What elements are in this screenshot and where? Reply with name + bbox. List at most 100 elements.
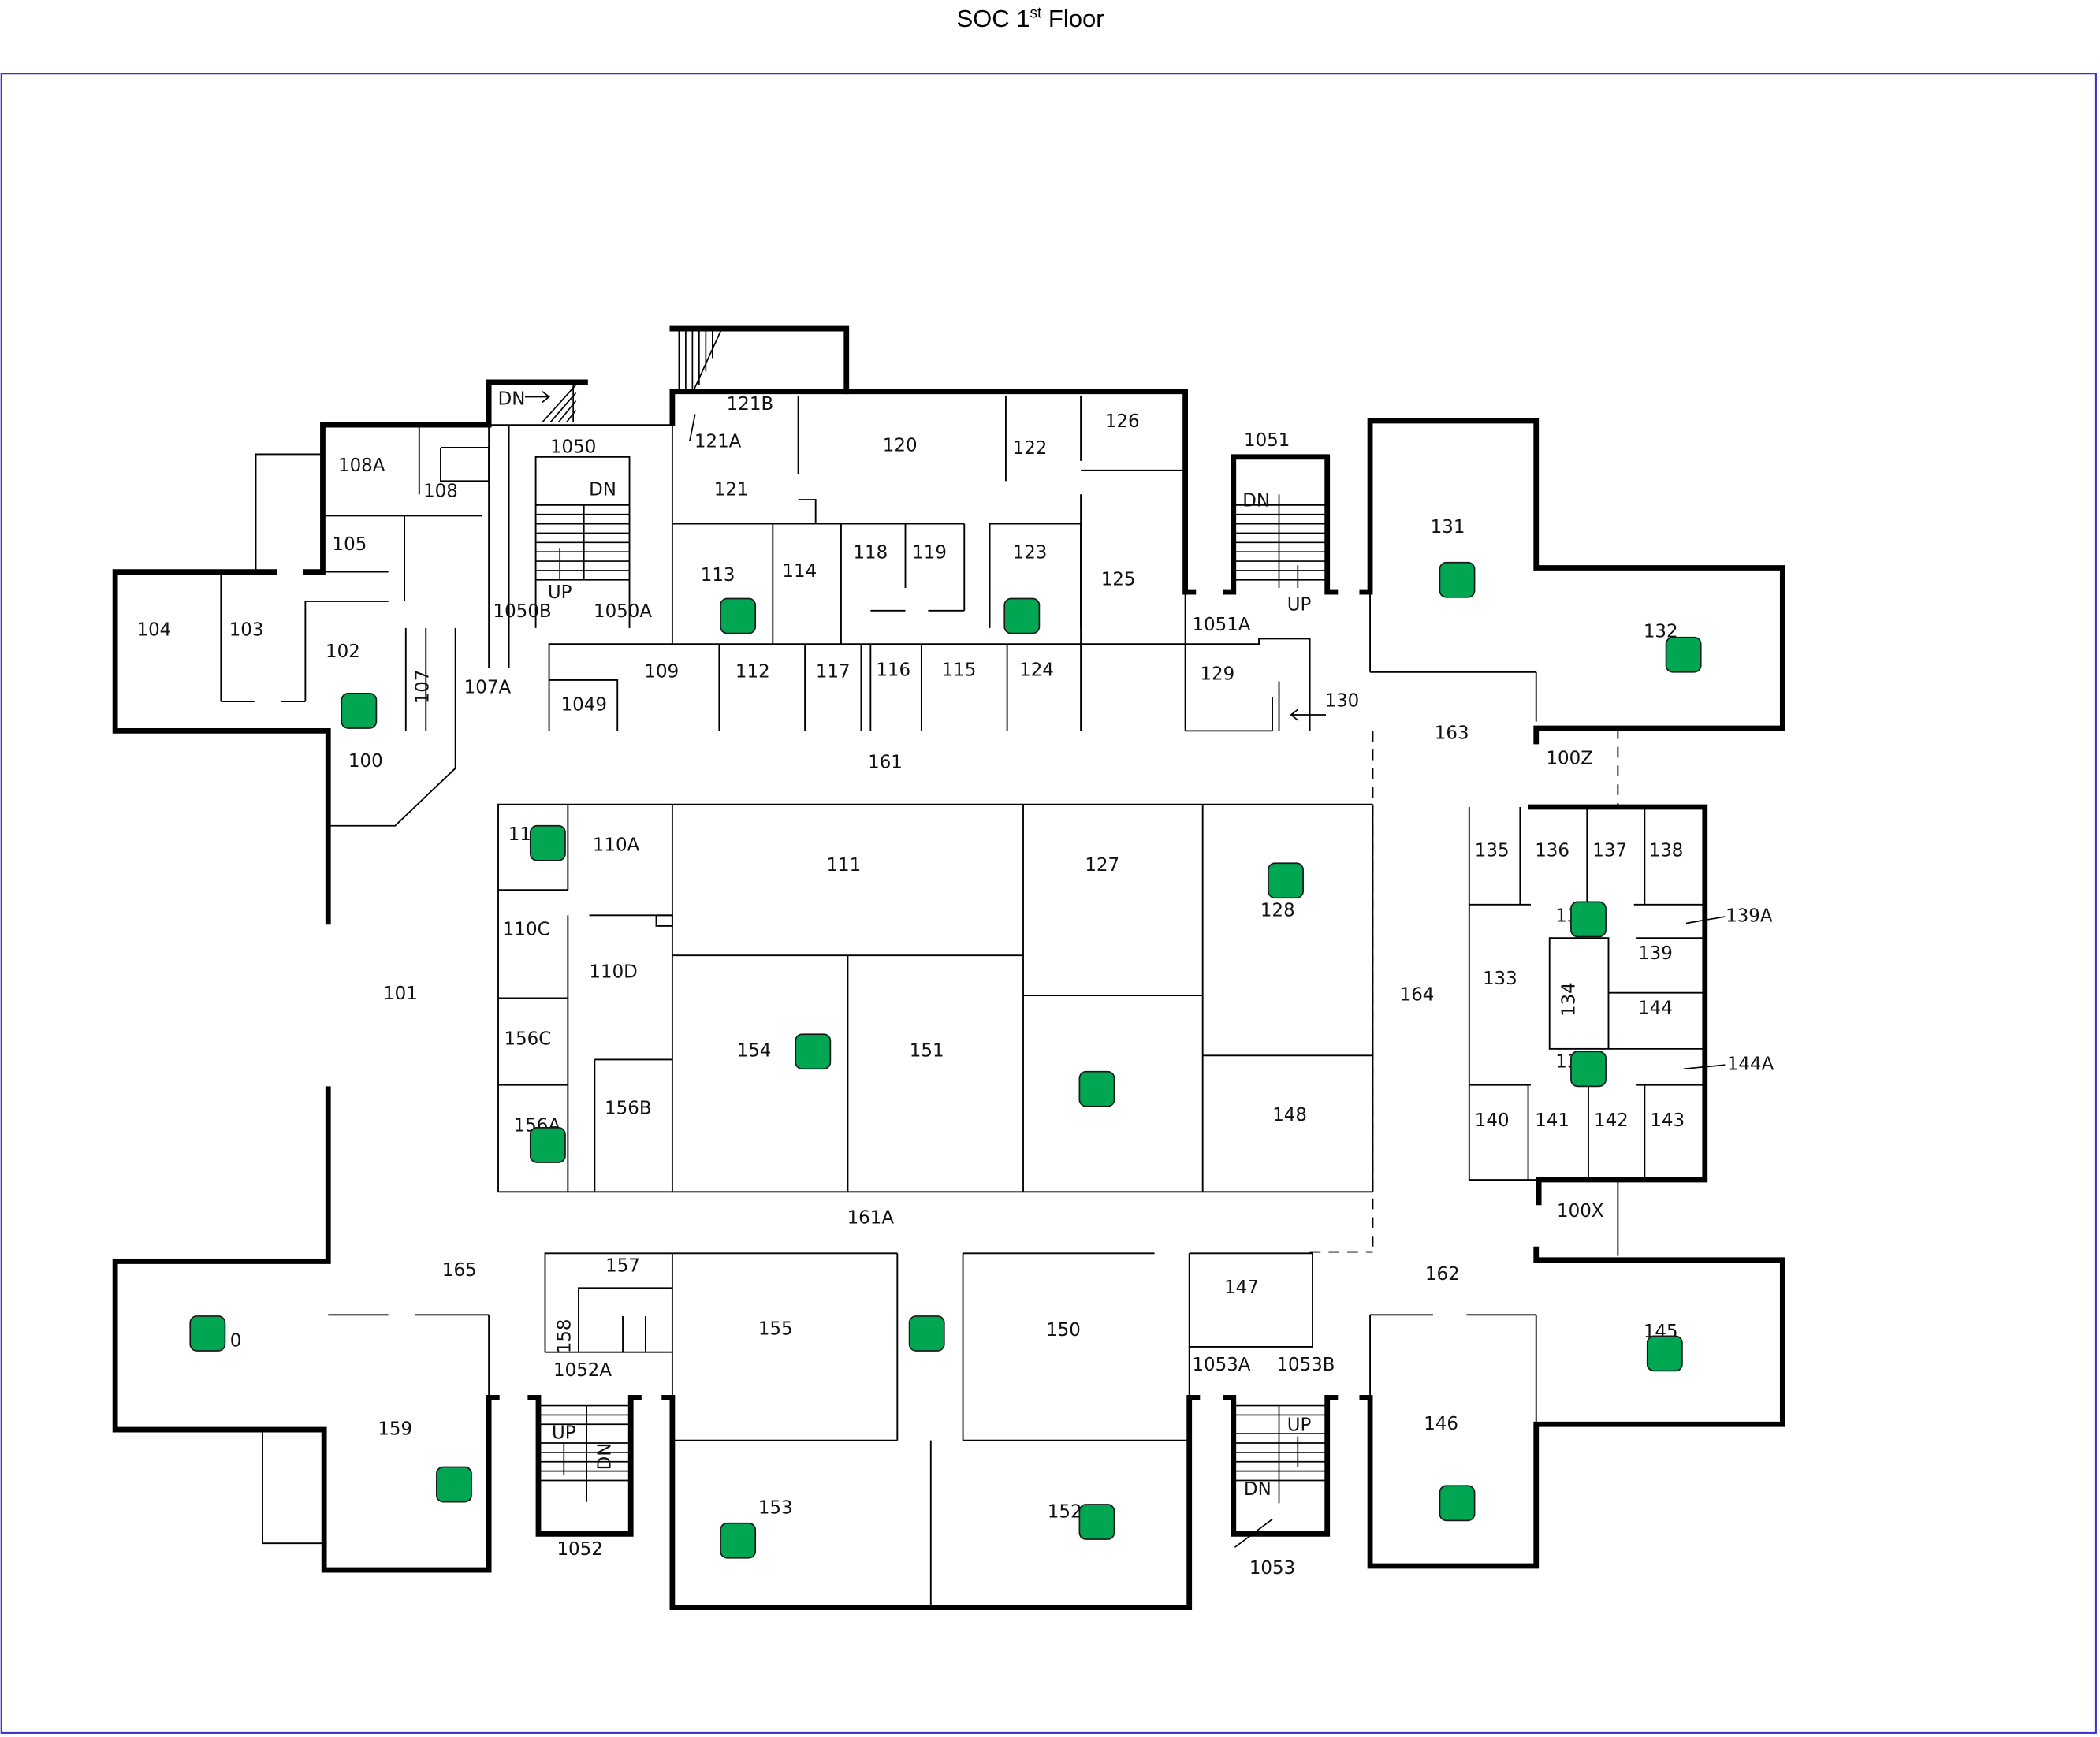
room-label-110a: 110A: [593, 835, 640, 856]
room-label-157: 157: [605, 1256, 640, 1277]
stair-1051: [1233, 494, 1327, 588]
room-label-143: 143: [1650, 1110, 1685, 1131]
stair-direction-up: UP: [548, 582, 572, 603]
stair-1053: [1233, 1404, 1327, 1504]
room-label-163: 163: [1435, 723, 1469, 743]
room-label-159: 159: [378, 1419, 412, 1440]
room-label-150: 150: [1046, 1320, 1081, 1341]
room-label-138: 138: [1649, 840, 1684, 861]
room-label-1052a: 1052A: [553, 1360, 612, 1381]
room-label-1049: 1049: [561, 695, 607, 716]
exterior-walls: [112, 325, 1785, 1610]
arrow-144a: [1683, 1064, 1726, 1070]
room-label-140: 140: [1475, 1110, 1510, 1131]
access-point-marker: [529, 1127, 566, 1163]
room-label-111: 111: [826, 855, 861, 876]
room-label-141: 141: [1535, 1110, 1569, 1131]
room-label-1053a: 1053A: [1192, 1355, 1250, 1375]
access-point-marker: [908, 1315, 945, 1352]
access-point-marker: [1003, 597, 1041, 634]
room-label-151: 151: [910, 1041, 944, 1062]
room-label-109: 109: [644, 661, 679, 682]
room-label-116: 116: [876, 660, 910, 681]
access-point-marker: [1078, 1070, 1115, 1107]
stair-direction-dn: DN: [594, 1443, 615, 1471]
stair-direction-dn: DN: [589, 480, 616, 500]
access-point-marker: [1078, 1504, 1115, 1540]
access-point-marker: [529, 824, 566, 861]
room-label-partial: 11: [508, 824, 531, 845]
room-label-100: 100: [348, 751, 383, 772]
room-label-108a: 108A: [338, 456, 385, 476]
stair-direction-up: UP: [1287, 1415, 1312, 1435]
room-label-146: 146: [1424, 1414, 1458, 1434]
room-label-154: 154: [737, 1041, 772, 1062]
access-point-marker: [189, 1315, 226, 1352]
title-text: SOC 1: [956, 5, 1030, 32]
room-label-103: 103: [229, 620, 264, 641]
stair-1050: [535, 504, 630, 581]
access-point-marker: [795, 1033, 832, 1070]
room-label-135: 135: [1475, 840, 1510, 861]
room-label-100x: 100X: [1557, 1201, 1603, 1222]
access-point-marker: [436, 1466, 472, 1503]
direction-arrows: [525, 391, 1726, 1548]
room-label-1052: 1052: [557, 1539, 602, 1560]
room-label-155: 155: [758, 1319, 793, 1339]
title-rest: Floor: [1041, 5, 1104, 32]
stair-1052: [538, 1404, 631, 1502]
arrow-1053: [1234, 1518, 1273, 1548]
room-label-161: 161: [868, 753, 903, 773]
room-label-156c: 156C: [505, 1029, 552, 1050]
access-points: [189, 561, 1702, 1559]
room-label-110d: 110D: [589, 962, 637, 983]
map-frame: [0, 73, 2097, 1734]
room-label-130: 130: [1324, 691, 1359, 712]
stair-direction-up: UP: [552, 1423, 576, 1444]
room-label-127: 127: [1085, 855, 1119, 876]
room-label-156b: 156B: [605, 1099, 652, 1119]
room-label-108: 108: [423, 481, 458, 501]
room-label-102: 102: [326, 642, 360, 662]
room-label-120: 120: [883, 436, 918, 456]
room-label-1051: 1051: [1244, 430, 1290, 451]
room-label-158: 158: [554, 1319, 575, 1354]
access-point-marker: [720, 597, 757, 634]
room-label-partial: 152: [1048, 1502, 1082, 1523]
room-label-121b: 121B: [727, 394, 774, 415]
stair-direction-dn: DN: [1244, 1479, 1272, 1500]
stair-direction-up: UP: [1287, 595, 1312, 616]
room-label-partial: 0: [230, 1331, 242, 1352]
room-label-144a: 144A: [1727, 1054, 1774, 1075]
access-point-marker: [1439, 561, 1476, 598]
access-point-marker: [1570, 901, 1607, 938]
room-label-107: 107: [412, 670, 433, 705]
floor-plan-title: SOC 1st Floor: [0, 5, 2061, 33]
room-label-115: 115: [942, 660, 977, 681]
room-label-134: 134: [1559, 982, 1580, 1017]
room-label-161a: 161A: [847, 1208, 895, 1229]
room-label-144: 144: [1638, 999, 1673, 1019]
access-point-marker: [341, 693, 378, 729]
room-label-121: 121: [714, 480, 749, 500]
room-label-133: 133: [1483, 969, 1517, 989]
access-point-marker: [1268, 862, 1304, 899]
room-label-110c: 110C: [503, 920, 550, 940]
access-point-marker: [1646, 1335, 1683, 1372]
arrow-121a: [689, 414, 696, 441]
room-label-119: 119: [912, 542, 947, 563]
room-label-113: 113: [701, 565, 735, 586]
room-label-1050: 1050: [550, 437, 596, 457]
room-label-105: 105: [333, 534, 367, 555]
room-label-107a: 107A: [464, 678, 512, 698]
room-label-1050a: 1050A: [594, 601, 652, 622]
room-label-101: 101: [383, 984, 418, 1004]
access-point-marker: [1439, 1485, 1476, 1522]
stair-direction-dn: DN: [498, 389, 526, 409]
room-label-162: 162: [1425, 1264, 1460, 1285]
room-label-142: 142: [1594, 1110, 1629, 1131]
room-label-136: 136: [1535, 840, 1569, 861]
room-label-122: 122: [1013, 438, 1048, 459]
room-label-118: 118: [853, 542, 888, 563]
